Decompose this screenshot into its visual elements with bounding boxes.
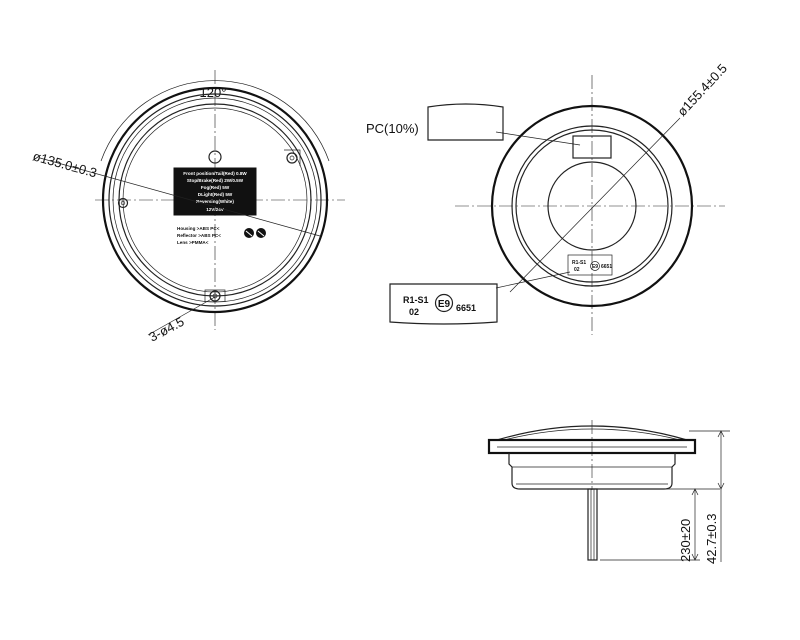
angle-arc	[100, 80, 330, 162]
back-mark-small-number: 6651	[601, 264, 612, 270]
mount-lug-top-right	[284, 149, 301, 166]
holes-label: 3-ø4.5	[146, 314, 186, 345]
spec-line-5: Reversing(White)	[196, 199, 234, 204]
spec-line-6: 12V/24V	[206, 207, 225, 212]
material-line-1: Housing >ABS PC<	[177, 226, 220, 231]
diameter-leader-front	[39, 157, 321, 237]
mount-lug-left	[117, 197, 129, 209]
front-breather-hole	[208, 150, 222, 164]
spec-line-1: Front position/Tail(Red) 0.8W	[183, 171, 247, 176]
recycle-icon	[244, 228, 266, 238]
emark-callout-shape	[389, 283, 498, 325]
diameter-leader-back	[509, 117, 681, 293]
pc-leader	[495, 131, 581, 146]
pc-callout-shape	[427, 103, 504, 141]
front-diameter-label: ø135.0±0.3	[31, 148, 98, 180]
emark-leader	[495, 271, 571, 289]
emark-callout-line1: R1-S1	[403, 295, 429, 305]
back-mark-box	[567, 254, 613, 276]
back-rim-inner	[511, 125, 673, 287]
cable-length-label: 230±20	[678, 519, 693, 562]
back-material-pad	[572, 135, 612, 159]
back-view: R1-S1 02 E9 6651 PC(10%) ø155.4±0.5 R1-S…	[366, 61, 730, 335]
back-mark-small-line2: 02	[574, 267, 580, 273]
holes-leader	[147, 296, 216, 336]
emark-callout-e: E9	[438, 299, 451, 310]
spec-line-4: DLight(Red) 5W	[198, 192, 233, 197]
height-label: 42.7±0.3	[704, 513, 719, 564]
e-mark-small-icon	[590, 261, 600, 271]
emark-callout-number: 6651	[456, 303, 476, 313]
front-view: 120° Front position/Tail(Red) 0.8W S	[31, 70, 345, 345]
front-rim-step	[112, 97, 318, 303]
side-lens-dome-inner	[503, 428, 681, 441]
back-mark-small-line1: R1-S1	[572, 260, 586, 266]
side-cable	[587, 488, 598, 561]
side-view: 230±20 42.7±0.3	[487, 420, 730, 564]
material-line-2: Reflector >ABS PC<	[177, 233, 221, 238]
emark-callout-line2: 02	[409, 307, 419, 317]
spec-line-2: Stop/Brake(Red) 2W/0.5W	[187, 178, 244, 183]
back-diameter-label: ø155.4±0.5	[674, 61, 730, 119]
mount-lug-bottom	[204, 289, 226, 302]
front-body-inner	[122, 107, 308, 293]
front-outer-rim	[101, 86, 329, 314]
front-rim-inner	[108, 93, 322, 307]
spec-line-3: Fog(Red) 5W	[201, 185, 230, 190]
material-line-3: Lens >PMMA<	[177, 240, 209, 245]
pc-material-label: PC(10%)	[366, 121, 419, 136]
e-mark-icon	[434, 293, 454, 313]
back-mark-small-e: E9	[592, 264, 598, 270]
back-housing	[515, 129, 669, 283]
side-lens-dome	[496, 425, 688, 441]
back-center-boss	[547, 161, 637, 251]
back-outer-rim	[490, 104, 694, 308]
spec-label: Front position/Tail(Red) 0.8W Stop/Brake…	[173, 167, 257, 216]
side-flange	[487, 438, 697, 455]
